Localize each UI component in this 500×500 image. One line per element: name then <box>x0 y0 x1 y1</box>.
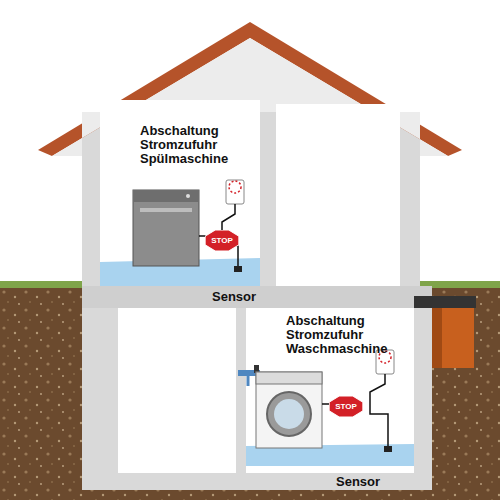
basement-room <box>118 308 236 473</box>
dishwasher-knob <box>186 194 190 198</box>
washer-panel <box>256 372 322 384</box>
water-sensor <box>384 446 392 452</box>
soil <box>0 287 500 500</box>
shutoff-note: Abschaltung Stromzufuhr Waschmaschine <box>286 314 387 356</box>
stop-text: STOP <box>211 236 233 245</box>
socket <box>226 180 244 204</box>
drain-grate <box>414 296 476 308</box>
sensor-cable <box>370 374 388 446</box>
laundry-room <box>246 308 414 473</box>
dishwasher-handle <box>140 208 192 212</box>
sensor-label: Sensor <box>212 290 256 304</box>
octagon <box>205 230 239 251</box>
kitchen-room <box>100 100 260 286</box>
stop-text: STOP <box>335 402 357 411</box>
power-mark <box>229 181 241 193</box>
shutoff-note: Abschaltung Stromzufuhr Spülmaschine <box>140 124 228 166</box>
dishwasher-panel <box>133 190 199 202</box>
washing-machine <box>256 372 322 448</box>
water-sensor <box>234 266 242 272</box>
drain-pipe-shade <box>432 308 442 368</box>
washer-glass <box>274 399 304 429</box>
faucet-spout <box>247 376 250 386</box>
stop-sign: STOP <box>205 230 239 251</box>
basement-wall <box>420 288 432 490</box>
upper-room <box>276 104 400 286</box>
stop-sign: STOP <box>329 396 363 417</box>
floor-slab <box>82 286 432 308</box>
drain-pipe <box>440 308 474 368</box>
octagon <box>329 396 363 417</box>
sensor-label: Sensor <box>336 475 380 489</box>
washer-door <box>267 392 311 436</box>
dishwasher <box>133 190 199 266</box>
